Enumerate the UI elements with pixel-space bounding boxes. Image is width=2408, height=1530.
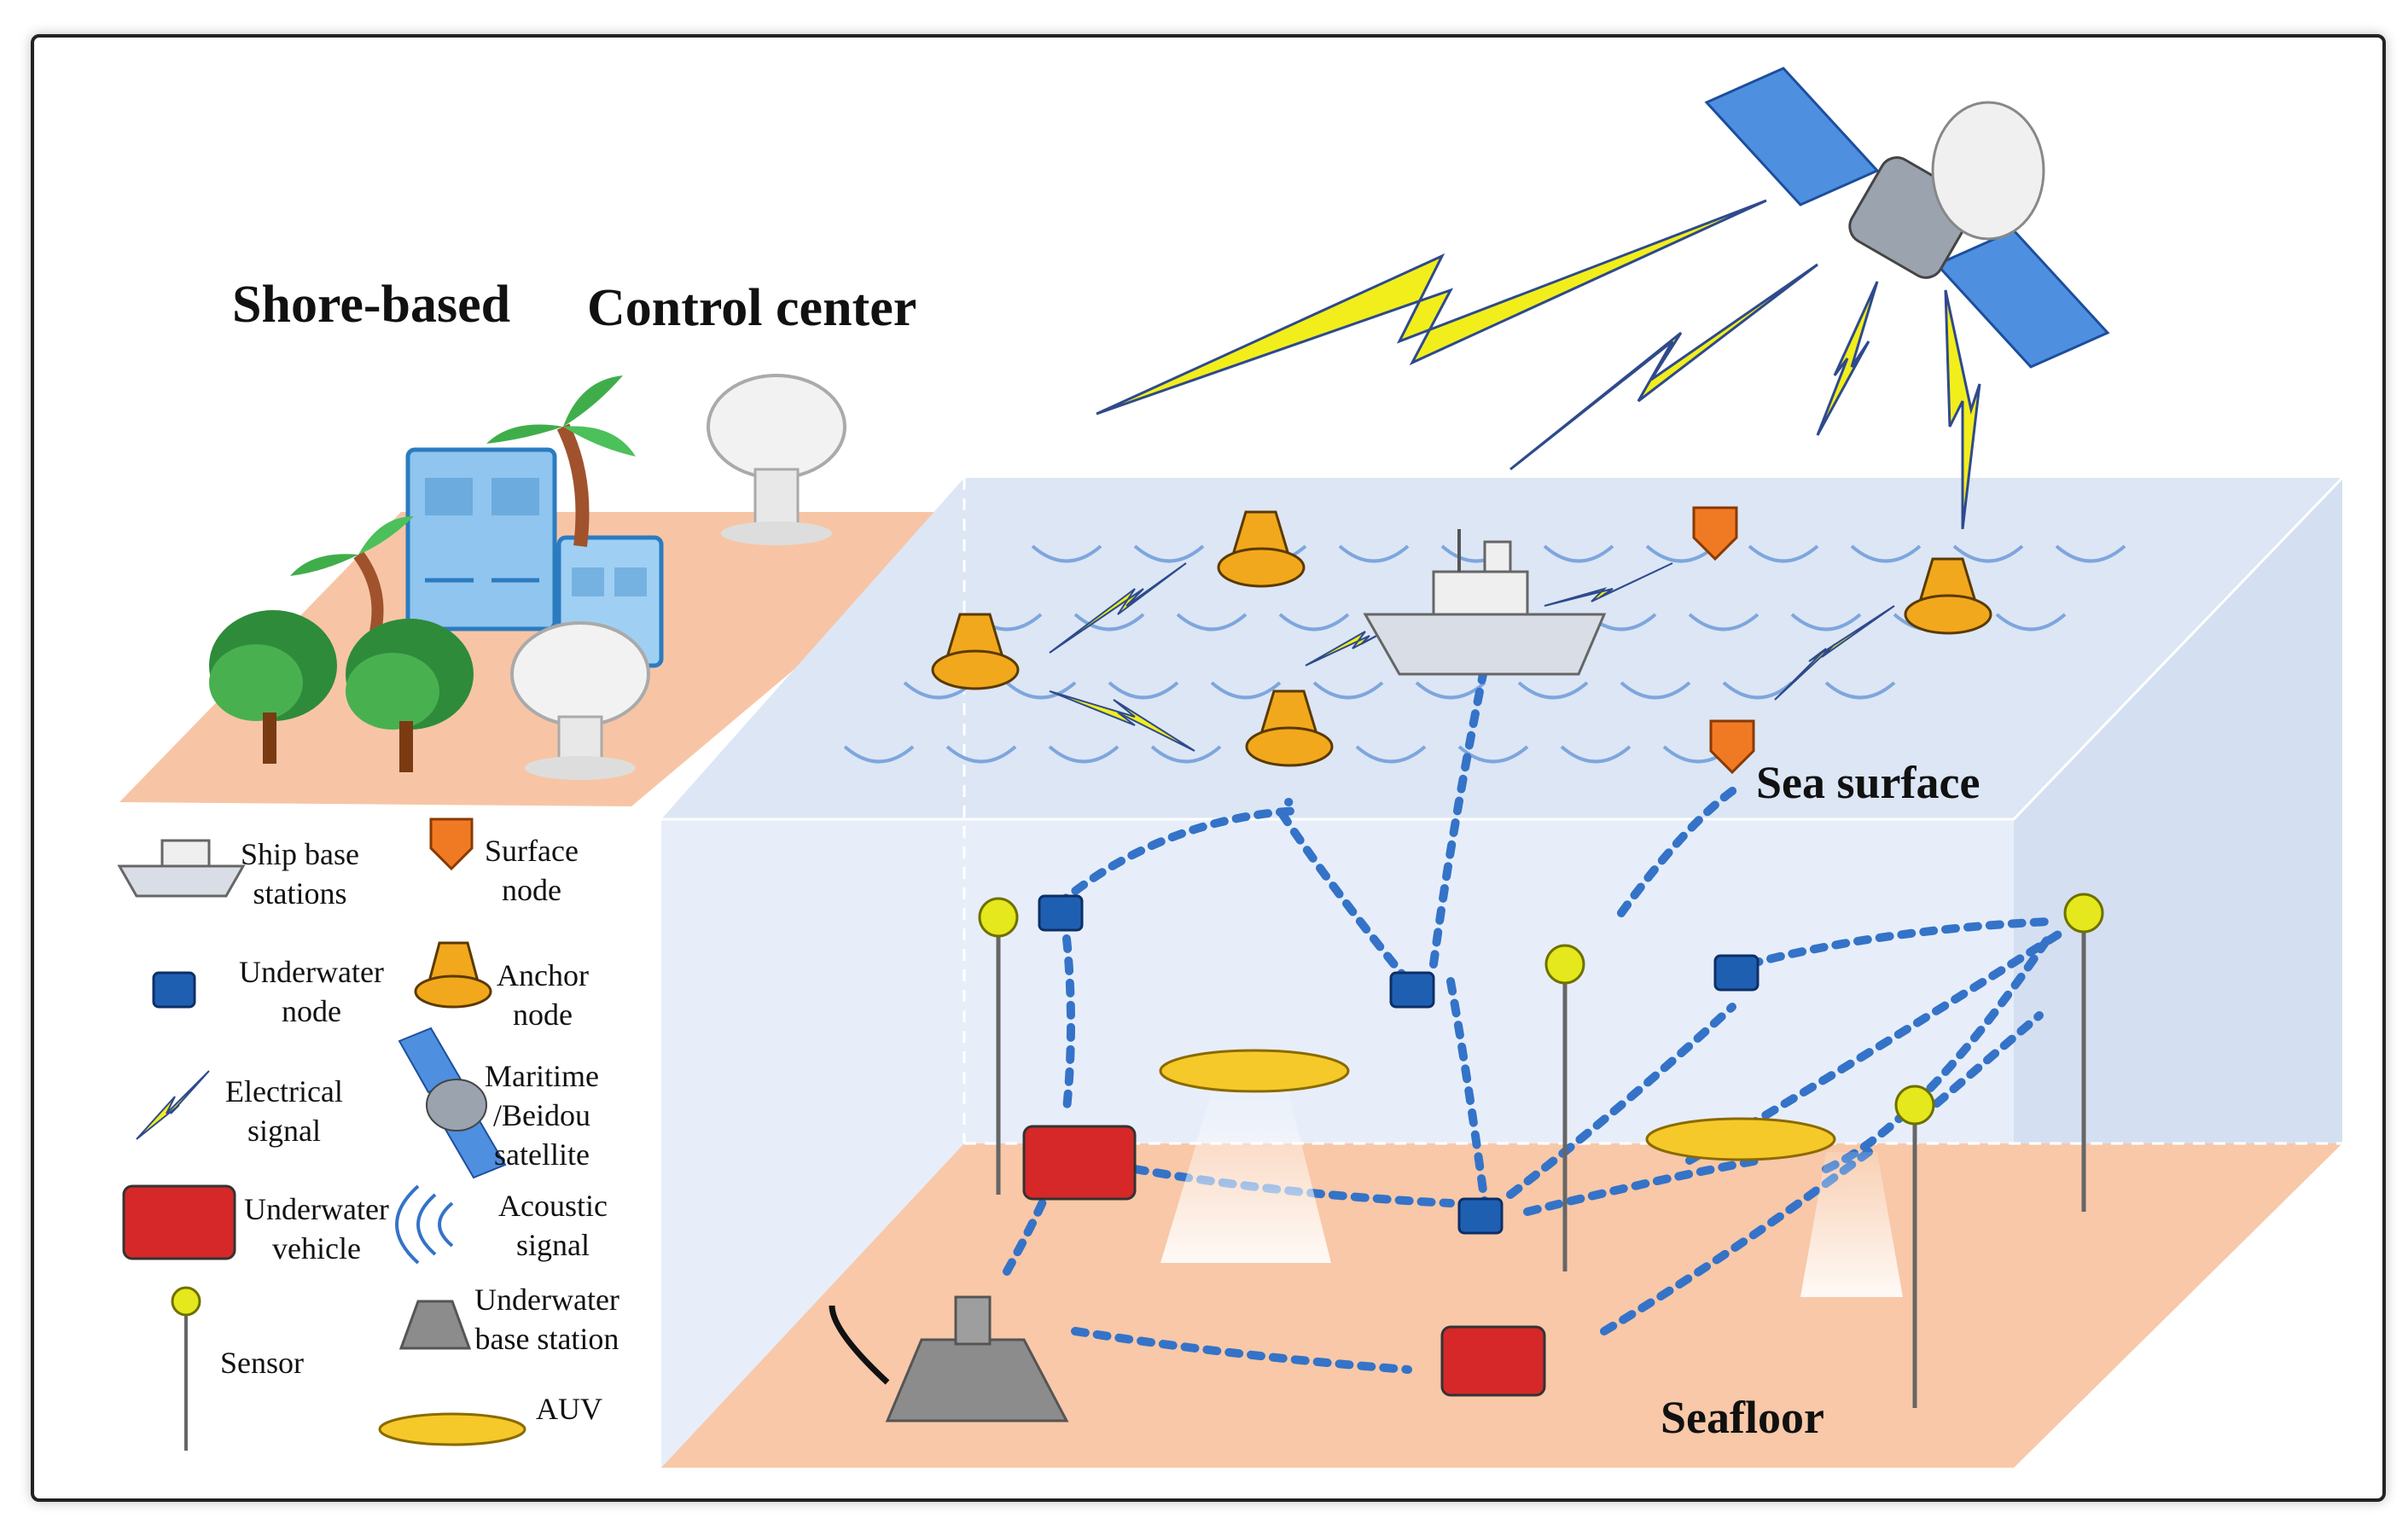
underwater-vehicle-icon (1022, 1125, 1546, 1397)
sensor-icon (978, 893, 2104, 1408)
sea-waves (843, 544, 2126, 764)
legend-underwater-base-station: Underwater base station (474, 1283, 619, 1356)
anchor-node-icon (931, 510, 1992, 767)
satellite-icon (1704, 67, 2110, 369)
surface-node-icon (1692, 506, 1755, 775)
seafloor-plane (661, 1143, 2342, 1468)
underwater-node-icon (1038, 894, 1759, 1235)
legend-anchor-node: Anchor node (497, 958, 589, 1032)
control-center-title: Control center (587, 279, 917, 337)
legend-underwater-vehicle: Underwater vehicle (244, 1192, 389, 1265)
acoustic-links (1003, 661, 2069, 1374)
legend-icons (117, 817, 526, 1451)
auv-icon (1159, 1049, 1836, 1161)
legend-surface-node: Surface node (485, 834, 579, 907)
tree-icon (209, 610, 474, 772)
palm-tree-icon (290, 375, 636, 633)
legend-acoustic-signal: Acoustic signal (498, 1189, 608, 1262)
legend-ship-base-stations: Ship base stations (241, 837, 359, 910)
legend-sensor: Sensor (220, 1346, 304, 1380)
ship-base-station-icon (1363, 529, 1607, 676)
underwater-base-station-icon (829, 1295, 1069, 1422)
legend-underwater-node: Underwater node (239, 955, 384, 1028)
legend-satellite: Maritime /Beidou satellite (485, 1059, 599, 1172)
seafloor-label: Seafloor (1661, 1392, 1824, 1443)
satellite-dish-icon (510, 374, 846, 780)
server-building-icon (405, 447, 664, 668)
electrical-signal-links (1049, 199, 1981, 752)
legend-electrical-signal: Electrical signal (225, 1074, 343, 1148)
legend-auv: AUV (536, 1392, 602, 1426)
shore-based-title: Shore-based (232, 276, 511, 334)
sea-surface-label: Sea surface (1756, 757, 1980, 808)
